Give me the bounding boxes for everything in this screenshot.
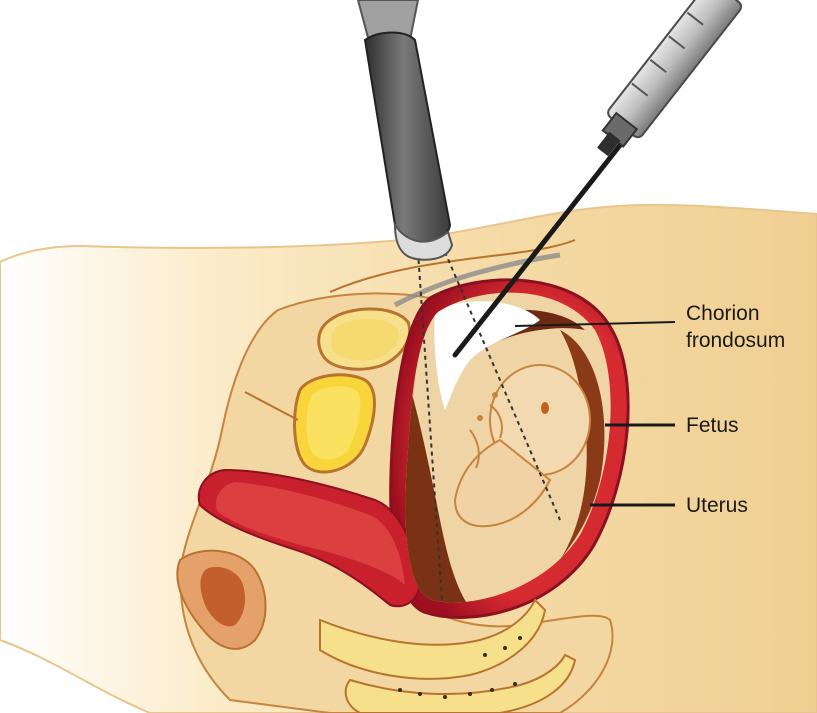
ultrasound-transducer-icon [358, 0, 452, 260]
syringe-needle-icon [586, 0, 743, 165]
label-fetus: Fetus [686, 414, 739, 437]
label-chorion-line2: frondosum [686, 329, 785, 352]
label-uterus: Uterus [686, 494, 748, 517]
label-chorion-line1: Chorion [686, 302, 760, 325]
